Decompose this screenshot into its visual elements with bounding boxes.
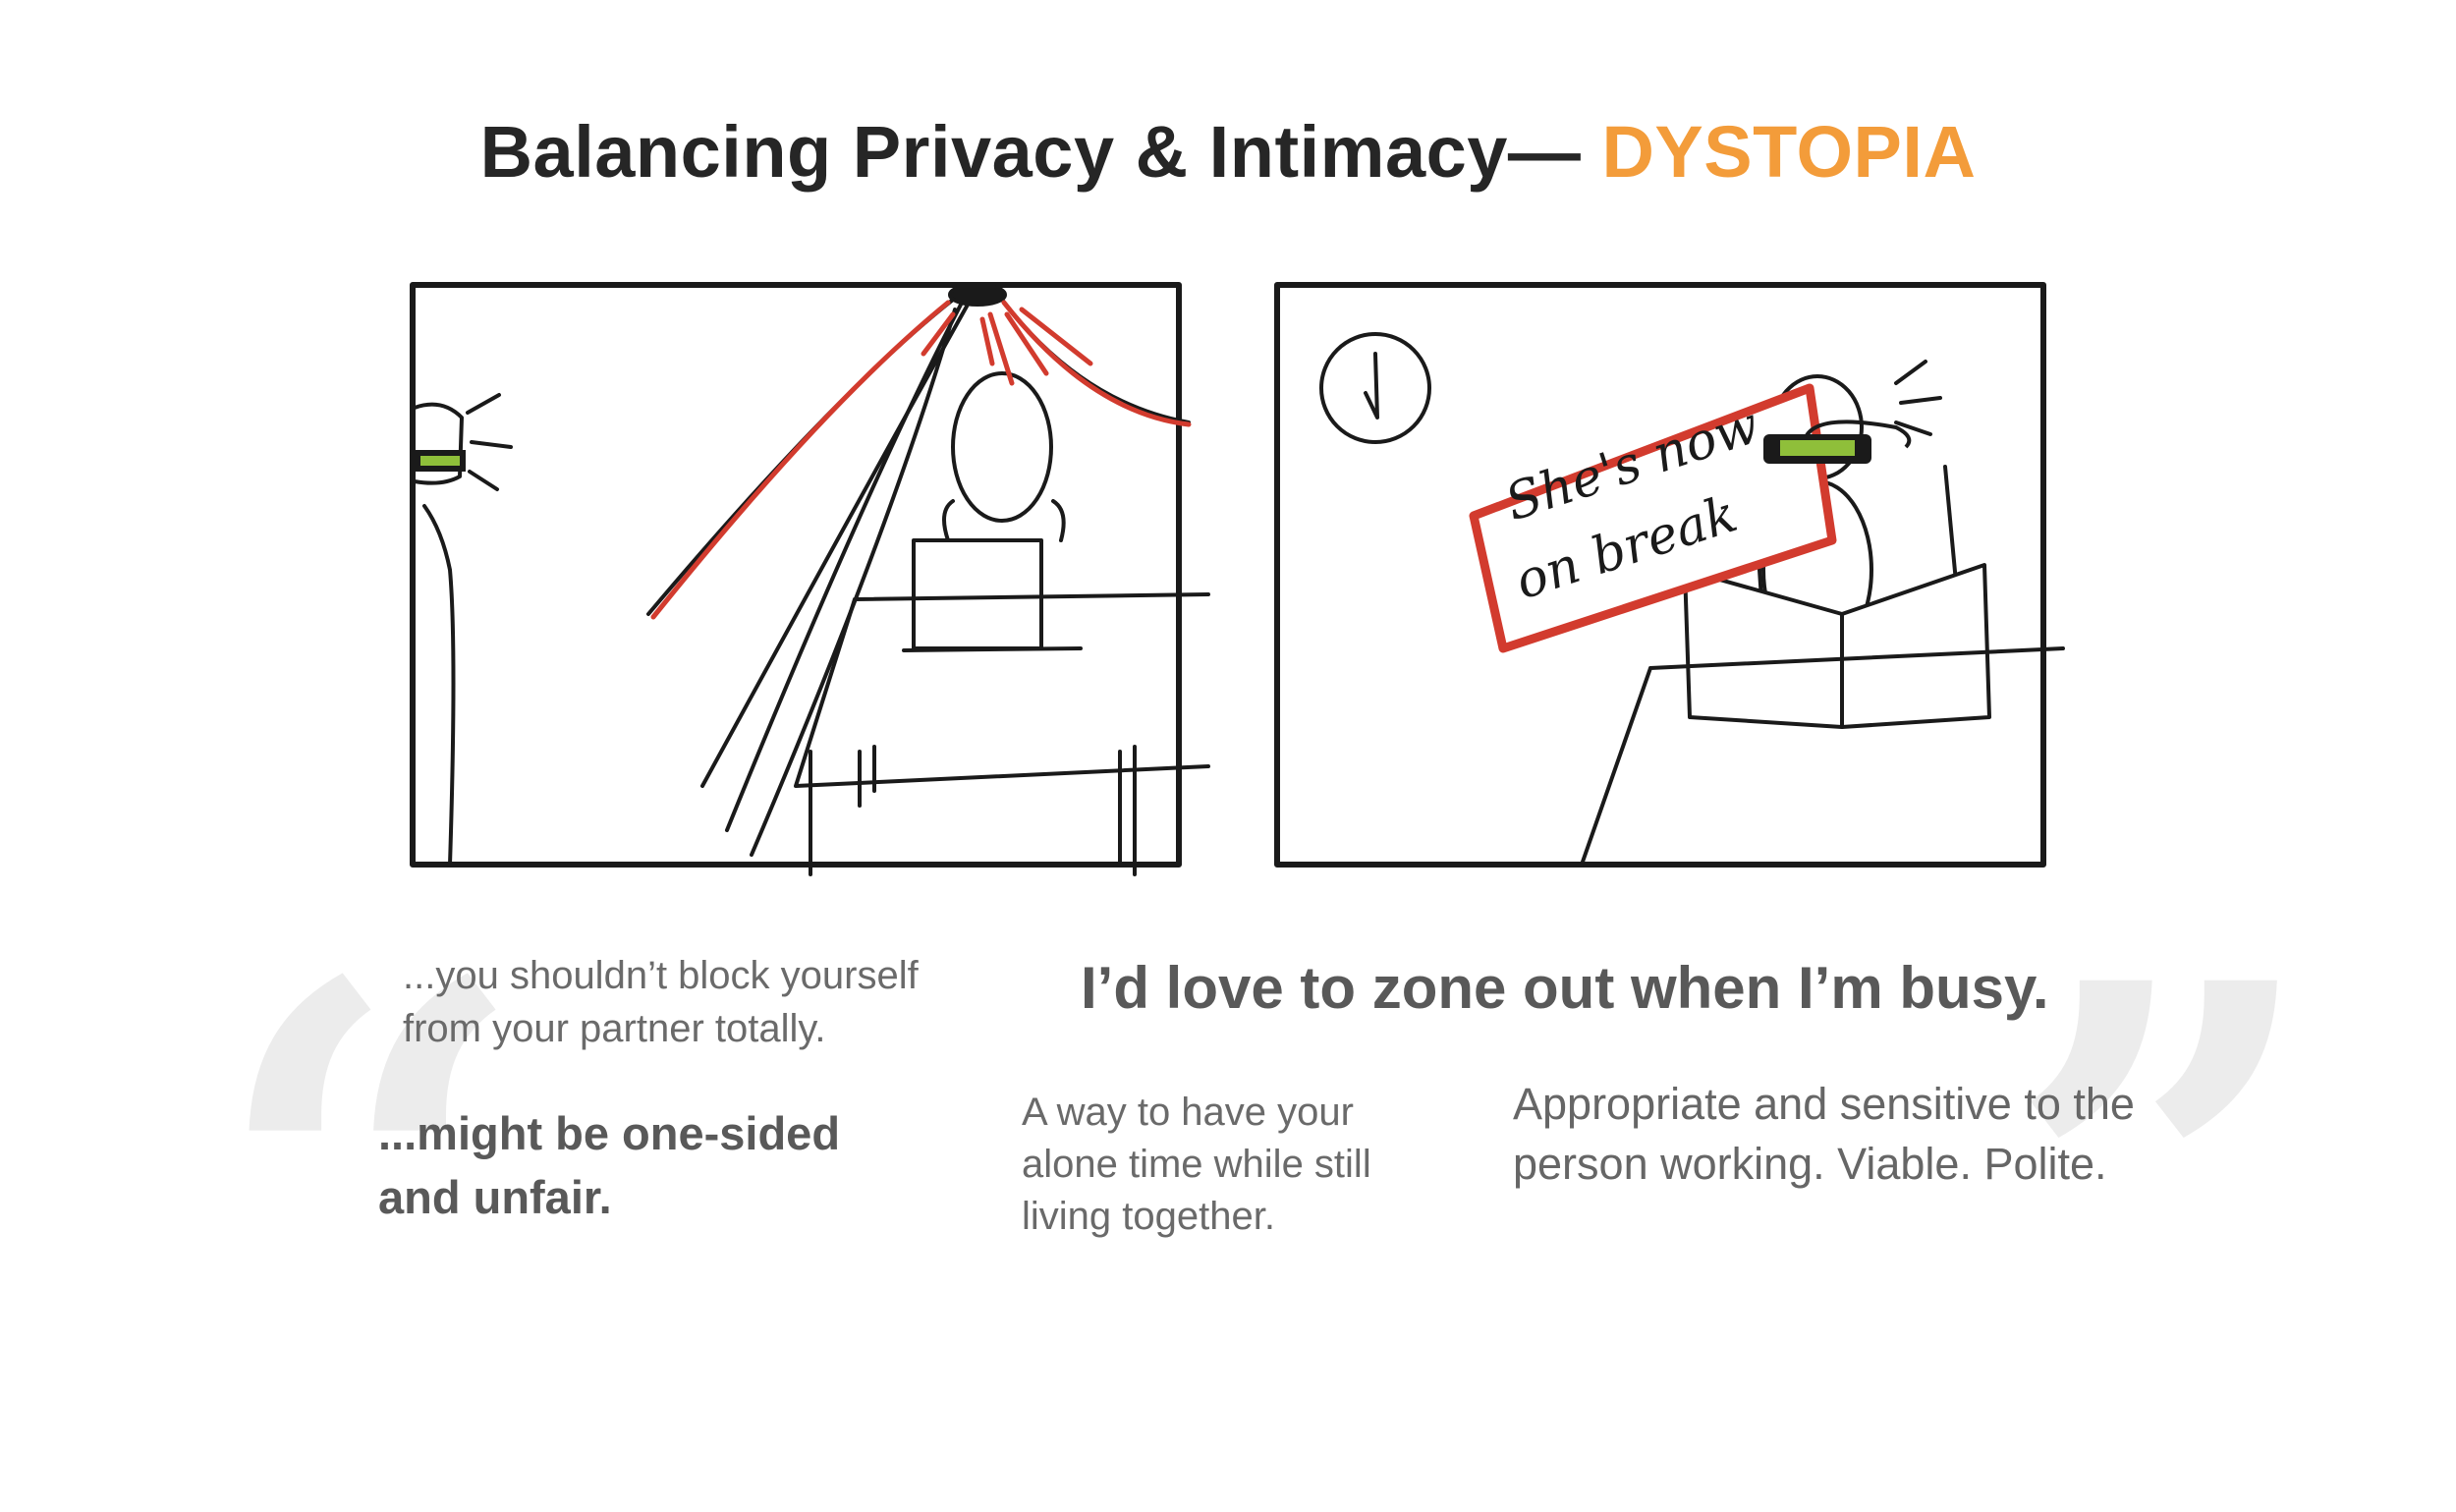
sketch-panel-right: She's now on break bbox=[1274, 282, 2065, 868]
sketch-panel-left bbox=[410, 282, 1210, 876]
quote-left-light: ...you shouldn’t block yourself from you… bbox=[403, 954, 919, 1050]
quote-center-bold: I’d love to zone out when I’m busy. bbox=[1081, 955, 2049, 1021]
panel-frame bbox=[1274, 282, 2046, 868]
clock bbox=[1319, 332, 1431, 444]
quote-left-bold: ...might be one-sided and unfair. bbox=[378, 1107, 841, 1223]
slide-title: Balancing Privacy & Intimacy— DYSTOPIA bbox=[0, 110, 2456, 194]
title-accent: DYSTOPIA bbox=[1601, 111, 1977, 193]
quote-center-light: A way to have your alone time while stil… bbox=[1022, 1091, 1371, 1238]
quote-right: Appropriate and sensitive to the person … bbox=[1513, 1079, 2135, 1189]
title-main: Balancing Privacy & Intimacy— bbox=[479, 111, 1602, 193]
panel-frame bbox=[410, 282, 1182, 868]
